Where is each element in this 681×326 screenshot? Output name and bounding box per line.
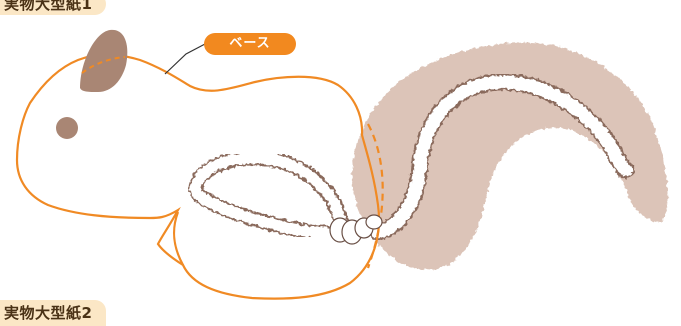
callout-leader-line bbox=[164, 43, 206, 75]
pattern-label-1: 実物大型紙1 bbox=[0, 0, 107, 15]
rope-knot bbox=[329, 214, 383, 245]
eye bbox=[56, 117, 78, 139]
tail-rope bbox=[369, 73, 635, 241]
ear-seam-dashed bbox=[81, 56, 126, 74]
leg-fold-line bbox=[172, 211, 184, 266]
tail-seam-dashed bbox=[366, 123, 384, 269]
tail-fur bbox=[352, 42, 668, 270]
base-callout: ベース bbox=[204, 33, 296, 55]
body-outline bbox=[15, 53, 381, 300]
ear bbox=[80, 29, 128, 92]
pattern-label-2: 実物大型紙2 bbox=[0, 300, 107, 326]
rope-loop bbox=[188, 150, 355, 241]
